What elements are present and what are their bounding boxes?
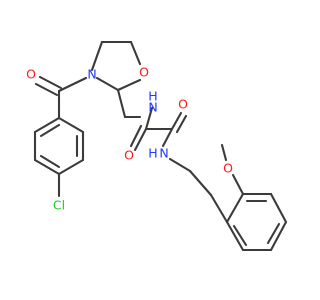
bond-br5: [269, 192, 288, 224]
bond-c-o-left-1: [133, 127, 148, 152]
bond-carbonyl-o-1: [38, 75, 63, 90]
bond-ch2-aryl: [209, 193, 229, 224]
molecule-canvas: O N O H N O O N H O Cl: [26, 40, 288, 252]
bond-ch2-o: [129, 40, 142, 66]
bond-c-nh2: [161, 127, 174, 148]
bond-br4: [269, 220, 288, 252]
bond-br4-inner: [266, 222, 281, 245]
atom-cl: Cl: [53, 198, 65, 213]
bond-nh-c: [144, 106, 154, 131]
atom-n-ring: N: [87, 67, 96, 82]
bond-ar6-inner: [39, 123, 61, 138]
bond-c-o-left-2: [129, 124, 143, 148]
bond-br1: [225, 192, 245, 224]
atom-o-methoxy: O: [223, 161, 233, 176]
bond-ar-o: [231, 173, 245, 196]
bond-ar4: [33, 158, 61, 176]
atom-o-carbonyl: O: [26, 67, 36, 82]
bond-br2: [225, 220, 245, 252]
bond-ar6: [33, 116, 61, 134]
atom-labels: O N O H N O O N H O Cl: [26, 65, 233, 213]
bond-ar1: [57, 116, 85, 134]
atom-o-oxalyl-right: O: [178, 97, 188, 112]
bond-ar3: [57, 158, 85, 176]
bond-o-c2: [116, 78, 142, 92]
bond-n-ch2: [90, 40, 104, 72]
atom-h-lower: H: [148, 146, 157, 161]
bond-c-o-right-1: [170, 111, 183, 131]
bond-carbonyl-n: [57, 76, 88, 93]
atom-o-ring: O: [139, 65, 149, 80]
bond-c2-ch2: [116, 88, 127, 119]
bond-c2-n: [95, 76, 120, 92]
atom-n-lower: N: [159, 146, 168, 161]
bond-carbonyl-o-2: [34, 82, 59, 97]
atom-n-upper: N: [148, 100, 157, 115]
bond-br2-inner: [232, 224, 248, 247]
molecule-structure: O N O H N O O N H O Cl: [26, 40, 288, 252]
bond-nh-ch2: [168, 157, 192, 173]
atom-h-upper: H: [148, 89, 157, 104]
bond-o-ch3: [220, 143, 228, 162]
bond-ch2-ch2b: [188, 169, 213, 197]
bond-ar4-inner: [39, 154, 61, 169]
bond-c-o-right-2: [175, 114, 188, 134]
bonds: [33, 40, 288, 252]
atom-o-oxalyl-left: O: [124, 148, 134, 163]
